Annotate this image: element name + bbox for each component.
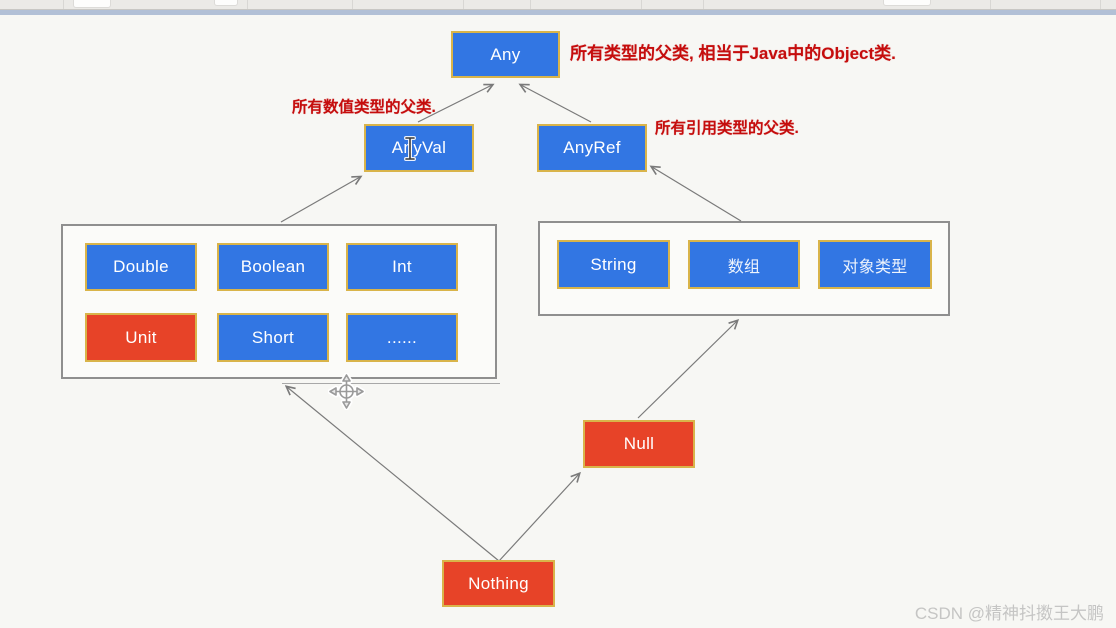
annotation-any: 所有类型的父类, 相当于Java中的Object类.	[570, 44, 896, 63]
csdn-watermark: CSDN @精神抖擞王大鹏	[914, 604, 1104, 623]
node-null-label: Null	[623, 434, 655, 453]
node-object-type-label: 对象类型	[842, 258, 908, 276]
node-boolean[interactable]: Boolean	[217, 243, 329, 291]
node-string-label: String	[590, 254, 637, 274]
node-array-label: 数组	[727, 258, 761, 276]
toolbar-divider	[703, 0, 704, 9]
node-object-type[interactable]: 对象类型	[818, 240, 932, 289]
node-ellipsis-label: ......	[386, 327, 418, 347]
toolbar-button-fragment[interactable]	[73, 0, 111, 8]
node-anyval-label: AnyVal	[391, 138, 447, 157]
node-anyref[interactable]: AnyRef	[537, 124, 647, 172]
node-short-label: Short	[251, 327, 295, 347]
node-anyref-label: AnyRef	[563, 138, 621, 157]
node-any-label: Any	[490, 44, 521, 64]
toolbar-divider	[530, 0, 531, 9]
node-nothing[interactable]: Nothing	[442, 560, 555, 607]
toolbar-divider	[990, 0, 991, 9]
node-int[interactable]: Int	[346, 243, 458, 291]
node-double[interactable]: Double	[85, 243, 197, 291]
annotation-anyref: 所有引用类型的父类.	[655, 120, 799, 137]
node-null[interactable]: Null	[583, 420, 695, 468]
node-any[interactable]: Any	[451, 31, 560, 78]
toolbar-divider	[1100, 0, 1101, 9]
toolbar-divider	[352, 0, 353, 9]
node-ellipsis[interactable]: ......	[346, 313, 458, 362]
toolbar-button-fragment[interactable]	[883, 0, 931, 6]
node-nothing-label: Nothing	[468, 573, 529, 593]
toolbar-sliver	[0, 0, 1116, 9]
window-edge-stripe	[0, 9, 1116, 15]
node-anyval[interactable]: AnyVal	[364, 124, 474, 172]
node-short[interactable]: Short	[217, 313, 329, 362]
toolbar-divider	[463, 0, 464, 9]
node-array[interactable]: 数组	[688, 240, 800, 289]
annotation-anyval: 所有数值类型的父类.	[292, 99, 436, 116]
node-string[interactable]: String	[557, 240, 670, 289]
toolbar-button-fragment[interactable]	[214, 0, 238, 6]
toolbar-divider	[63, 0, 64, 9]
toolbar-divider	[247, 0, 248, 9]
node-double-label: Double	[113, 257, 169, 276]
node-int-label: Int	[392, 257, 412, 276]
container-selection-line	[282, 383, 500, 384]
node-unit[interactable]: Unit	[85, 313, 197, 362]
node-unit-label: Unit	[125, 327, 157, 347]
node-boolean-label: Boolean	[240, 257, 306, 276]
toolbar-divider	[641, 0, 642, 9]
